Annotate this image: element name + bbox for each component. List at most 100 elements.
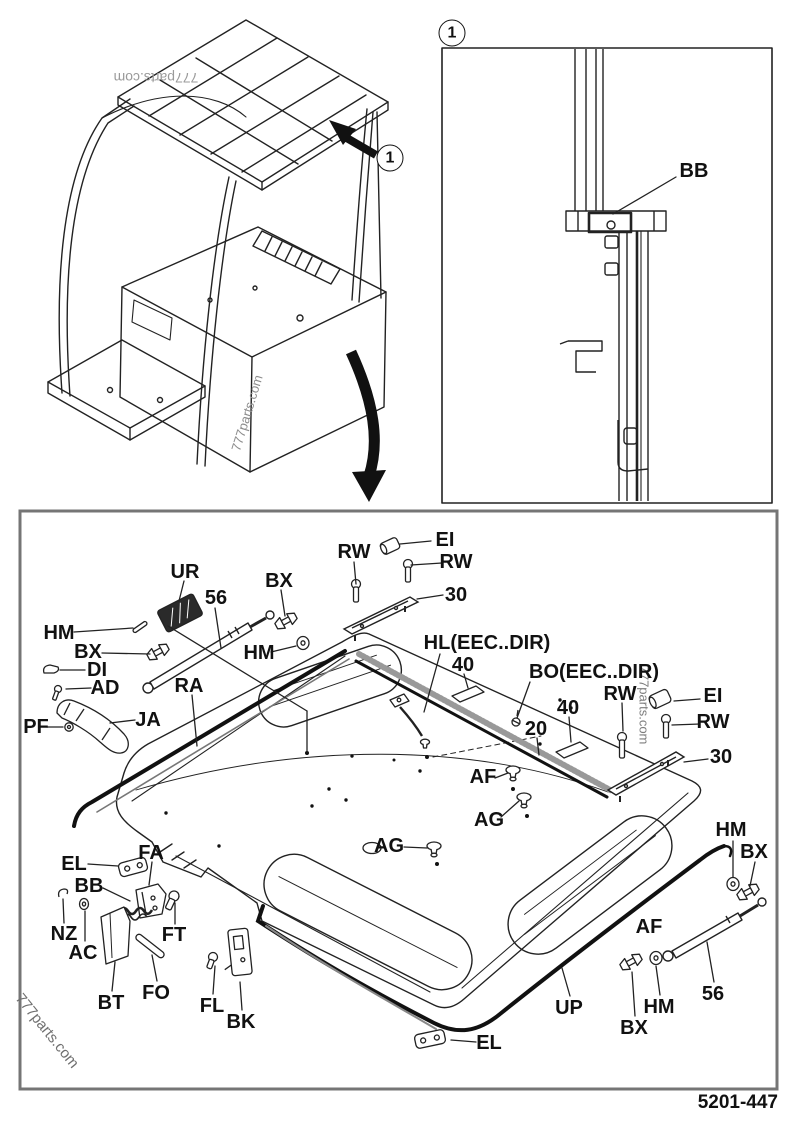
leader-line — [87, 863, 119, 867]
part-label-ei: EI — [703, 685, 723, 707]
leader-line — [280, 589, 286, 617]
part-label-rw: RW — [603, 683, 637, 705]
hinge-rail-front — [342, 596, 420, 641]
part-label-el: EL — [476, 1032, 502, 1054]
part-label-rw: RW — [439, 551, 473, 573]
leader-line — [423, 653, 441, 713]
leader-line — [212, 965, 216, 995]
part-label-ur: UR — [170, 561, 200, 583]
part-label-bx: BX — [74, 641, 102, 663]
part-label-ja: JA — [135, 709, 161, 731]
leader-line — [631, 971, 636, 1017]
leader-line — [214, 607, 222, 649]
leader-line — [410, 562, 443, 566]
leader-line — [561, 967, 571, 997]
leader-line — [612, 176, 677, 215]
leader-line — [353, 561, 357, 585]
part-label-ac: AC — [68, 942, 98, 964]
part-label-pf: PF — [23, 716, 49, 738]
part-label-ra: RA — [174, 675, 204, 697]
leader-line — [536, 737, 540, 756]
leader-line — [239, 981, 243, 1011]
part-label-bk: BK — [226, 1011, 256, 1033]
part-label-bo-eec-dir: BO(EEC..DIR) — [529, 661, 659, 683]
leader-line — [568, 716, 572, 743]
leader-line — [749, 861, 756, 887]
part-label-40: 40 — [451, 654, 475, 676]
part-label-hm: HM — [43, 622, 75, 644]
leader-line — [270, 645, 297, 653]
roof-panel-drawing — [115, 632, 702, 1009]
part-label-up: UP — [555, 997, 583, 1019]
leader-line — [671, 723, 701, 726]
part-code: 5201-447 — [697, 1092, 778, 1113]
part-label-bb: BB — [679, 160, 709, 182]
leader-line — [109, 719, 136, 724]
part-label-ag: AG — [474, 809, 504, 831]
leader-line — [450, 1039, 477, 1043]
leader-line — [516, 681, 531, 719]
part-label-hm: HM — [243, 642, 275, 664]
leader-line — [683, 758, 709, 763]
part-label-bt: BT — [97, 992, 125, 1014]
part-label-af: AF — [469, 766, 497, 788]
leader-line — [111, 961, 116, 992]
part-label-fl: FL — [199, 995, 225, 1017]
leader-line — [102, 887, 131, 902]
part-label-hl-eec-dir: HL(EEC..DIR) — [423, 632, 551, 654]
part-label-fa: FA — [138, 842, 164, 864]
part-label-ei: EI — [435, 529, 455, 551]
part-label-40: 40 — [556, 697, 580, 719]
leader-lines-layer — [46, 176, 756, 1043]
detail-view-box — [441, 47, 773, 504]
hinge-rail-rear — [606, 751, 686, 802]
part-label-hm: HM — [643, 996, 675, 1018]
part-label-af: AF — [635, 916, 663, 938]
part-label-bx: BX — [620, 1017, 648, 1039]
leader-line — [673, 698, 701, 702]
leader-line — [191, 694, 198, 747]
part-label-ag: AG — [374, 835, 404, 857]
part-label-56: 56 — [204, 587, 228, 609]
leader-line — [706, 941, 715, 983]
part-label-hm: HM — [715, 819, 747, 841]
part-label-bx: BX — [265, 570, 293, 592]
hardware-parts — [42, 537, 760, 1049]
cab-overview-drawing — [47, 19, 389, 473]
leader-line — [167, 625, 308, 712]
leader-line — [463, 673, 469, 689]
leader-line — [403, 846, 428, 849]
part-label-el: EL — [61, 853, 87, 875]
gas-strut-front — [142, 610, 275, 694]
part-label-ft: FT — [161, 924, 187, 946]
leader-line — [148, 861, 153, 886]
part-label-30: 30 — [444, 584, 468, 606]
part-label-bb: BB — [74, 875, 104, 897]
leader-line — [500, 800, 520, 818]
main-view-box — [18, 509, 779, 1091]
leader-line — [655, 965, 661, 996]
leader-line — [65, 687, 92, 690]
leader-line — [416, 594, 444, 600]
weatherstrip-seals — [72, 649, 733, 1033]
arrow-to-detail — [329, 120, 379, 159]
leader-line — [151, 954, 158, 982]
part-label-fo: FO — [142, 982, 170, 1004]
gas-strut-rear — [662, 897, 767, 962]
part-label-rw: RW — [696, 711, 730, 733]
part-label-20: 20 — [524, 718, 548, 740]
ref-badge-overview: 1 — [376, 144, 404, 172]
part-label-bx: BX — [740, 841, 768, 863]
leader-line — [101, 652, 151, 655]
part-label-30: 30 — [709, 746, 733, 768]
leader-line — [494, 772, 509, 779]
part-label-rw: RW — [337, 541, 371, 563]
leader-line — [73, 627, 134, 633]
part-label-nz: NZ — [50, 923, 78, 945]
leader-line — [178, 580, 185, 602]
leader-line — [399, 540, 432, 545]
part-label-ad: AD — [90, 677, 120, 699]
ref-badge-detail: 1 — [438, 19, 466, 47]
